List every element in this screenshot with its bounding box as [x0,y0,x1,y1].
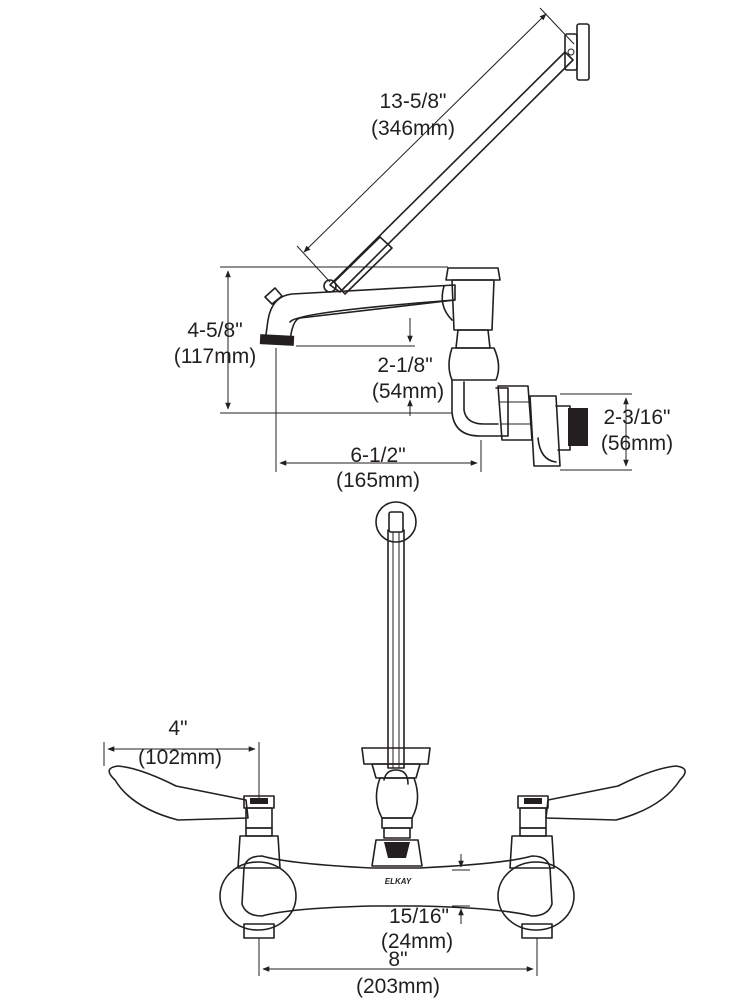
spout-drop-metric: (54mm) [372,380,444,403]
spout-reach-dimension [275,348,482,472]
handle-length-imperial: 4" [168,717,187,740]
spout-drop-dimension [296,318,415,416]
faucet-body: ELKAY [219,855,575,939]
aerator-icon [259,334,295,346]
arm-length-imperial: 13-5/8" [380,90,447,113]
handle-length-dimension [103,742,260,798]
inlet-offset-dimension [560,393,632,471]
height-imperial: 4-5/8" [187,319,242,342]
inlet-offset-imperial: 2-3/16" [604,406,671,429]
centers-metric: (203mm) [356,975,440,998]
swing-arm [323,23,590,295]
body-height-imperial: 15/16" [389,905,449,928]
height-dimension [220,266,452,414]
inlet-thread-icon [568,408,588,446]
spout [259,284,456,346]
spout-reach-metric: (165mm) [336,469,420,492]
handle-length-metric: (102mm) [138,746,222,769]
center-valve [361,747,431,867]
front-swing-arm [375,501,417,769]
arm-length-metric: (346mm) [371,117,455,140]
right-handle [509,765,686,869]
height-metric: (117mm) [174,345,256,368]
side-view: 13-5/8" (346mm) 4-5/8" (117mm) 2-1/8" (5… [174,7,673,492]
arm-length-dimension [296,7,575,283]
spout-reach-imperial: 6-1/2" [350,444,405,467]
left-handle [108,765,281,869]
body-height-metric: (24mm) [381,930,453,953]
front-view: ELKAY [103,501,686,998]
centers-dimension [258,938,538,976]
valve-body [441,267,588,467]
brand-logo: ELKAY [385,877,412,886]
inlet-offset-metric: (56mm) [601,432,673,455]
spout-drop-imperial: 2-1/8" [377,354,432,377]
centers-imperial: 8" [388,948,407,971]
body-height-dimension [452,854,470,924]
